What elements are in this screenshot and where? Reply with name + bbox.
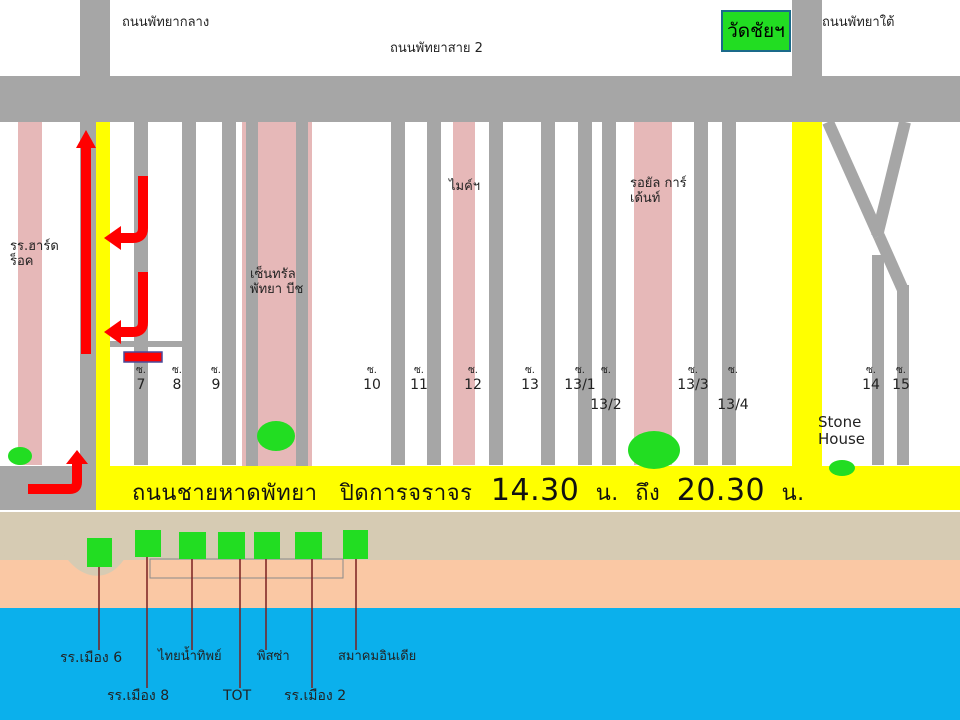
- road-soi-15-diagonal: [871, 120, 911, 238]
- road-soi-13-3: [694, 120, 708, 465]
- soi-12-label: ซ.12: [464, 365, 482, 393]
- marker-central-beach: [257, 421, 295, 451]
- road-soi-13-1: [578, 120, 592, 465]
- road-soi-11: [427, 120, 441, 465]
- sand-beach: [0, 560, 960, 608]
- marker-muang-8: [135, 530, 161, 557]
- wat-chai-label: วัดชัยฯ: [721, 10, 791, 52]
- soi-13-4-label: ซ.13/4: [717, 365, 749, 413]
- pizza-label: พิสซ่า: [257, 649, 290, 664]
- closed-beach-road: [96, 466, 960, 510]
- muang-2-label: รร.เมือง 2: [284, 688, 347, 704]
- detour-arrow-from-bottom-head: [66, 450, 88, 464]
- hard-rock-label: รร.ฮาร์ด ร็อค: [10, 239, 59, 269]
- detour-arrow-up-shaft: [81, 148, 91, 354]
- road-central-right: [296, 112, 308, 467]
- central-beach-label: เซ็นทรัล พัทยา บีช: [250, 267, 304, 297]
- closure-to-word: ถึง: [635, 481, 661, 506]
- hard-rock-area: [18, 120, 42, 465]
- closed-left-road: [96, 122, 110, 467]
- soi-14-label: ซ.14: [862, 365, 880, 393]
- boardwalk-outline: [149, 558, 344, 579]
- closure-unit-1: น.: [595, 481, 619, 506]
- road-soi-10: [391, 120, 405, 465]
- road-soi-12: [489, 120, 503, 465]
- closure-text: ปิดการจราจร: [339, 481, 473, 506]
- second-road: [0, 76, 960, 122]
- marker-hard-rock: [8, 447, 32, 465]
- soi-9-label: ซ.9: [211, 365, 221, 393]
- closure-from-time: 14.30: [490, 473, 580, 508]
- road-soi-14: [872, 255, 884, 465]
- sea: [0, 608, 960, 720]
- detour-arrow-upper: [120, 176, 148, 243]
- marker-royal-garden: [628, 431, 680, 469]
- marker-muang-6: [87, 538, 112, 567]
- second-road-label: ถนนพัทยาสาย 2: [390, 41, 483, 56]
- road-central-left: [246, 112, 258, 467]
- road-soi-13: [541, 120, 555, 465]
- soi-8-label: ซ.8: [172, 365, 182, 393]
- marker-tot: [218, 532, 245, 559]
- road-soi-13-2: [602, 120, 616, 465]
- closure-notice: ถนนชายหาดพัทยา ปิดการจราจร 14.30 น. ถึง …: [132, 473, 805, 509]
- soi-7-label: ซ.7: [136, 365, 146, 393]
- marker-stone-house: [829, 460, 855, 476]
- marker-thai-namthip: [179, 532, 206, 559]
- soi-11-label: ซ.11: [410, 365, 428, 393]
- detour-arrow-up-head: [76, 130, 96, 148]
- muang-6-label: รร.เมือง 6: [60, 650, 123, 666]
- royal-garden-label: รอยัล การ์เด้นท์: [630, 176, 687, 206]
- thai-namthip-label: ไทยน้ำทิพย์: [158, 649, 222, 664]
- detour-arrow-from-bottom: [28, 463, 82, 494]
- tot-label: TOT: [223, 688, 252, 704]
- mike-area: [453, 120, 475, 465]
- detour-arrow-lower: [120, 272, 148, 337]
- marker-indian-association: [343, 530, 368, 559]
- mike-label: ไมค์ฯ: [449, 179, 481, 194]
- closure-unit-2: น.: [781, 481, 805, 506]
- south-pattaya-road-label: ถนนพัทยาใต้: [822, 15, 895, 30]
- detour-arrow-lower-head: [104, 320, 121, 344]
- muang-8-label: รร.เมือง 8: [107, 688, 170, 704]
- soi-13-1-label: ซ.13/1: [564, 365, 596, 393]
- closure-road-name: ถนนชายหาดพัทยา: [132, 481, 318, 506]
- closed-right-road: [792, 122, 822, 467]
- soi-15-label: ซ.15: [892, 365, 910, 393]
- road-soi-15: [897, 285, 909, 465]
- road-soi-13-4: [722, 120, 736, 465]
- soi-13-label: ซ.13: [521, 365, 539, 393]
- road-soi-14-diagonal: [822, 119, 885, 239]
- closure-to-time: 20.30: [676, 473, 766, 508]
- road-soi-8-connector: [110, 341, 186, 347]
- soi-13-3-label: ซ.13/3: [677, 365, 709, 393]
- road-soi-15-bend: [873, 233, 909, 293]
- soi-13-2-label: ซ.13/2: [590, 365, 622, 413]
- marker-pizza: [254, 532, 280, 559]
- soi-10-label: ซ.10: [363, 365, 381, 393]
- stone-house-label: Stone House: [818, 413, 866, 449]
- road-soi-8: [182, 120, 196, 465]
- marker-muang-2: [295, 532, 322, 559]
- detour-arrow-upper-head: [104, 226, 121, 250]
- road-soi-9: [222, 120, 236, 465]
- no-entry-bar: [123, 351, 163, 363]
- indian-association-label: สมาคมอินเดีย: [338, 649, 417, 664]
- central-pattaya-road-label: ถนนพัทยากลาง: [122, 15, 210, 30]
- royal-garden-area: [634, 120, 672, 465]
